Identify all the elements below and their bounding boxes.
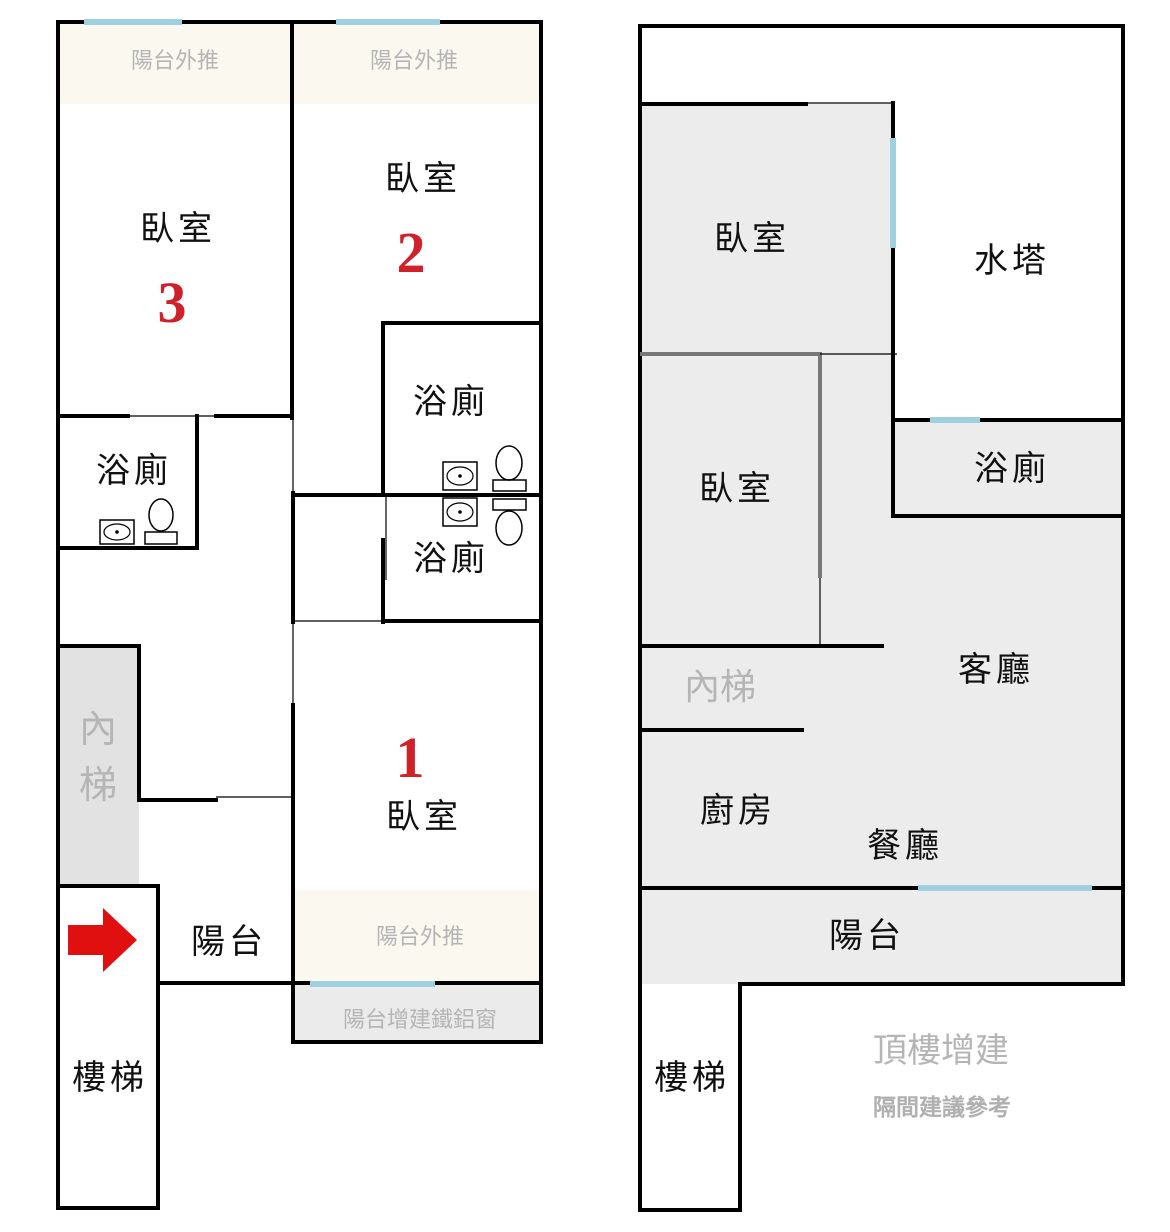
bath-c-label: 浴廁 bbox=[413, 539, 489, 579]
window-addition-label: 陽台增建鐵鋁窗 bbox=[343, 1008, 497, 1033]
balcony-label: 陽台 bbox=[191, 922, 267, 962]
balcony-push-area-c bbox=[294, 890, 539, 982]
bedroom-3-label: 臥室 bbox=[140, 209, 216, 249]
living-label: 客廳 bbox=[958, 650, 1034, 690]
bedroom-mid-label: 臥室 bbox=[699, 469, 775, 509]
window-addition-area bbox=[293, 983, 542, 1042]
sink-icon-upper bbox=[442, 461, 478, 491]
roof-addition-label: 頂樓增建 bbox=[873, 1031, 1009, 1071]
balcony-push-area-b bbox=[294, 24, 541, 104]
inner-stair-label-2: 梯 bbox=[79, 763, 117, 807]
water-tower-label: 水塔 bbox=[974, 241, 1050, 281]
bedroom-2-number: 2 bbox=[397, 220, 426, 285]
stair-label: 樓梯 bbox=[72, 1058, 148, 1098]
toilet-icon-lower bbox=[492, 498, 527, 546]
kitchen-label: 廚房 bbox=[700, 791, 776, 831]
balcony-push-label-c: 陽台外推 bbox=[376, 925, 464, 950]
bath-b-label: 浴廁 bbox=[413, 382, 489, 422]
inner-stair-area bbox=[58, 648, 139, 886]
sink-icon-lower bbox=[442, 497, 478, 527]
balcony-push-area-a bbox=[58, 24, 292, 104]
bedroom-1-label: 臥室 bbox=[386, 797, 462, 837]
bath-a-label: 浴廁 bbox=[96, 451, 172, 491]
bath-area bbox=[893, 420, 1123, 516]
left-floor: 陽台外推 陽台外推 陽台外推 臥室 3 臥室 2 浴廁 浴廁 浴廁 內 梯 1 … bbox=[56, 19, 543, 1210]
dining-label: 餐廳 bbox=[867, 826, 943, 866]
toilet-icon bbox=[144, 498, 178, 545]
inner-stair-label: 內梯 bbox=[684, 667, 756, 708]
stair-label-right: 樓梯 bbox=[654, 1058, 730, 1098]
balcony-push-label-a: 陽台外推 bbox=[131, 49, 219, 74]
partition-note-label: 隔間建議參考 bbox=[873, 1094, 1011, 1121]
balcony-label-right: 陽台 bbox=[829, 916, 905, 956]
toilet-icon-upper bbox=[492, 445, 527, 492]
sink-icon bbox=[99, 519, 135, 545]
main-area bbox=[640, 516, 1123, 888]
bedroom-top-label: 臥室 bbox=[714, 219, 790, 259]
right-floor: 臥室 水塔 臥室 浴廁 客廳 內梯 廚房 餐廳 陽台 樓梯 頂樓增建 隔間建議參… bbox=[638, 24, 1125, 1212]
inner-stair-label-1: 內 bbox=[79, 707, 117, 751]
bedroom-1-number: 1 bbox=[396, 725, 425, 790]
balcony-push-label-b: 陽台外推 bbox=[370, 49, 458, 74]
bedroom-top-area bbox=[640, 104, 891, 354]
balcony-area bbox=[640, 888, 1123, 984]
bath-label: 浴廁 bbox=[974, 449, 1050, 489]
bedroom-2-label: 臥室 bbox=[385, 159, 461, 199]
entry-arrow-icon bbox=[68, 908, 137, 972]
bedroom-3-number: 3 bbox=[158, 270, 187, 335]
